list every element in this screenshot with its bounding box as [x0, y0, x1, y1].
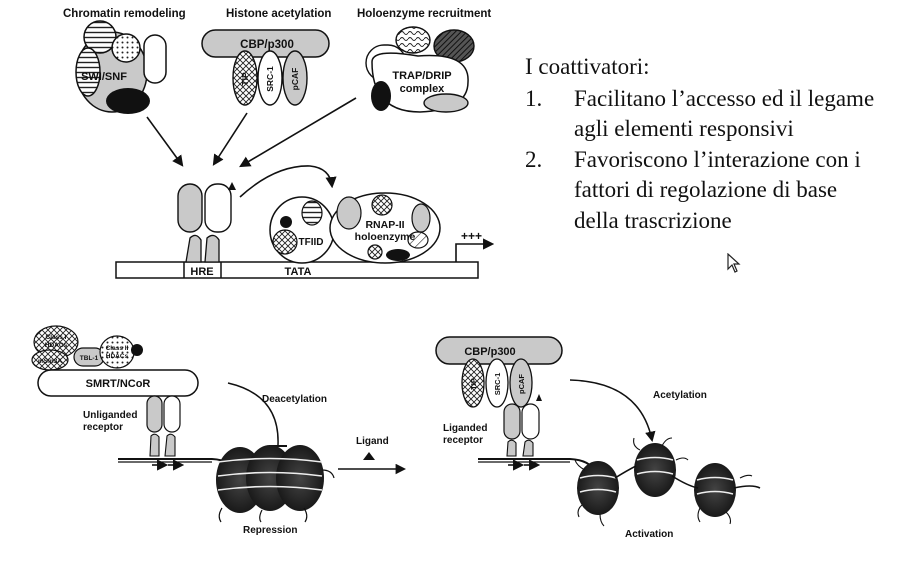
list-item-line: della trascrizione: [574, 207, 732, 233]
list-item: 1. Facilitano l’accesso ed il legame agl…: [525, 84, 915, 145]
rnap-label-2: holoenzyme: [355, 231, 416, 243]
tbl1-label: TBL-1: [80, 355, 99, 362]
unliganded-receptor-label-2: receptor: [83, 422, 123, 433]
rnap-ii-holoenzyme: RNAP-II holoenzyme: [329, 192, 441, 264]
list-number: 1.: [525, 85, 543, 111]
src1-label: SRC-1: [265, 66, 275, 92]
deacetylation-label: Deacetylation: [262, 394, 327, 405]
tip-label: TIP: [240, 72, 250, 86]
cbp-p300-label: CBP/p300: [240, 39, 294, 51]
list-item-text: Favoriscono l’interazione con i fattori …: [574, 145, 861, 237]
ligand-transition: Ligand: [338, 436, 407, 475]
pcaf-label-bottom: pCAF: [517, 374, 526, 394]
tip-label-bottom: TIP: [469, 378, 478, 390]
activation-label: Activation: [625, 529, 673, 540]
cbp-p300-complex: CBP/p300 TIP SRC-1 pCAF: [201, 29, 330, 106]
label-holoenzyme-recruitment: Holoenzyme recruitment: [357, 8, 491, 20]
class1-hdacs-label-1: Class I: [46, 334, 67, 341]
transcription-start-arrow: [455, 238, 495, 262]
list-item-text: Facilitano l’accesso ed il legame agli e…: [574, 84, 874, 145]
hre-label: HRE: [190, 266, 213, 278]
receptor-dimer: [177, 182, 236, 263]
list-item-line: fattori di regolazione di base: [574, 177, 838, 202]
cbp-p300-label-bottom: CBP/p300: [464, 346, 515, 358]
liganded-receptor-label-1: Liganded: [443, 423, 487, 434]
liganded-receptor-label-2: receptor: [443, 435, 483, 446]
tata-label: TATA: [285, 266, 312, 278]
arrow-acetylation-to-receptor: [212, 112, 248, 166]
class1-hdacs-label-2: HDACs: [45, 342, 68, 349]
unliganded-receptor-label-1: Unliganded: [83, 410, 137, 421]
activation-diagram: CBP/p300 TIP SRC-1 pCAF Liganded recepto…: [435, 336, 761, 540]
trap-drip-complex: TRAP/DRIP complex: [365, 26, 475, 113]
repression-label: Repression: [243, 525, 297, 536]
deacetylation-inhibition-arrow: [227, 382, 279, 446]
slide-heading: I coattivatori:: [525, 54, 650, 79]
coactivator-functions-list: 1. Facilitano l’accesso ed il legame agl…: [525, 84, 915, 237]
list-number: 2.: [525, 146, 543, 172]
pcaf-label: pCAF: [290, 68, 300, 91]
arrow-recruitment-to-receptor: [239, 97, 357, 168]
list-item-line: agli elementi responsivi: [574, 116, 794, 141]
swi-snf-complex: SWI/SNF: [75, 20, 167, 114]
smrt-ncor-label: SMRT/NCoR: [86, 378, 151, 390]
arrow-receptor-to-holoenzyme: [239, 165, 337, 198]
top-diagram: Chromatin remodeling Histone acetylation…: [63, 8, 495, 279]
ligand-label: Ligand: [356, 436, 389, 447]
mouse-pointer-icon: [727, 253, 741, 273]
arrow-remodeling-to-receptor: [146, 116, 184, 167]
repression-diagram: Class I HDACs mSin3A TBL-1 Class II HDAC…: [31, 325, 335, 536]
trap-drip-label-1: TRAP/DRIP: [392, 70, 451, 82]
src1-label-bottom: SRC-1: [493, 373, 502, 396]
label-histone-acetylation: Histone acetylation: [226, 8, 331, 20]
class2-hdacs-label-1: Class II: [106, 345, 129, 352]
list-item-line: Favoriscono l’interazione con i: [574, 146, 861, 172]
acetylation-arrow: [569, 379, 656, 443]
list-item: 2. Favoriscono l’interazione con i fatto…: [525, 145, 915, 237]
activated-nucleosomes: [574, 437, 761, 527]
repressed-nucleosomes: [216, 445, 335, 523]
acetylation-label: Acetylation: [653, 390, 707, 401]
plus-label: +++: [461, 229, 482, 243]
label-chromatin-remodeling: Chromatin remodeling: [63, 8, 186, 20]
msin3a-label: mSin3A: [38, 358, 63, 365]
swi-snf-label: SWI/SNF: [81, 71, 127, 83]
trap-drip-label-2: complex: [400, 83, 446, 95]
tfiid-label: TFIID: [299, 237, 324, 248]
list-item-line: Facilitano l’accesso ed il legame: [574, 85, 875, 111]
rnap-label-1: RNAP-II: [365, 219, 404, 231]
tfiid-complex: TFIID: [269, 196, 335, 264]
class2-hdacs-label-2: HDACs: [106, 353, 129, 360]
coactivator-text-block: I coattivatori: 1. Facilitano l’accesso …: [525, 52, 915, 236]
